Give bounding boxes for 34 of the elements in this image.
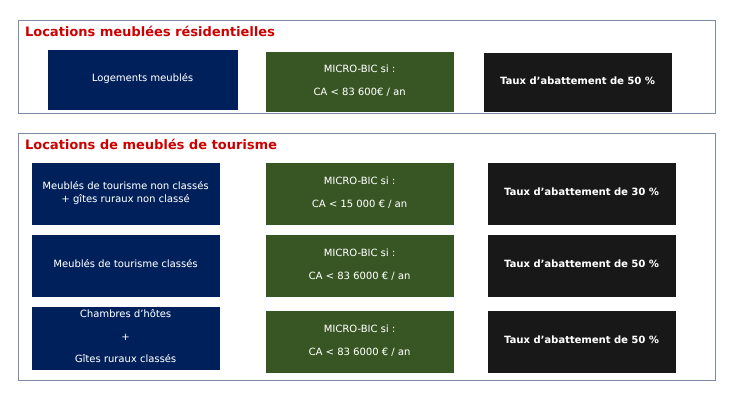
category-box xyxy=(48,50,238,110)
box-text: Logements meublés xyxy=(92,73,194,86)
group-panel xyxy=(18,20,716,114)
rate-box xyxy=(488,162,676,224)
condition-box xyxy=(266,234,454,296)
box-text: Meublés de tourisme non classés + gîtes ruraux non classé xyxy=(41,181,210,206)
panel-title: Locations meublées résidentielles xyxy=(25,25,275,42)
group-panel xyxy=(18,133,716,381)
rate-box xyxy=(484,52,672,112)
box-text: CA < 83 6000 € / an xyxy=(308,270,410,283)
box-text: + xyxy=(121,332,130,344)
condition-box xyxy=(266,52,454,112)
panel-title: Locations de meublés de tourisme xyxy=(25,138,277,154)
box-text: CA < 83 600€ / an xyxy=(313,86,406,99)
box-text: MICRO-BIC si : xyxy=(324,324,396,336)
box-text: Taux d’abattement de 30 % xyxy=(504,187,659,200)
rate-box xyxy=(488,310,676,372)
box-text: Taux d’abattement de 50 % xyxy=(504,259,659,272)
box-text: Gîtes ruraux classés xyxy=(74,354,176,367)
category-box xyxy=(32,162,220,224)
condition-box xyxy=(266,162,454,224)
box-text: CA < 83 6000 € / an xyxy=(308,346,410,359)
box-text: MICRO-BIC si : xyxy=(324,176,396,188)
box-text: MICRO-BIC si : xyxy=(324,64,396,76)
box-text: Taux d’abattement de 50 % xyxy=(504,335,659,348)
category-box xyxy=(32,234,220,296)
box-text: CA < 15 000 € / an xyxy=(312,198,408,211)
box-text: MICRO-BIC si : xyxy=(324,248,396,260)
box-text: Taux d’abattement de 50 % xyxy=(500,76,655,88)
condition-box xyxy=(266,310,454,372)
category-box xyxy=(32,306,220,370)
box-text: Meublés de tourisme classés xyxy=(53,259,198,272)
rate-box xyxy=(488,234,676,296)
box-text: Chambres d’hôtes xyxy=(80,309,172,322)
